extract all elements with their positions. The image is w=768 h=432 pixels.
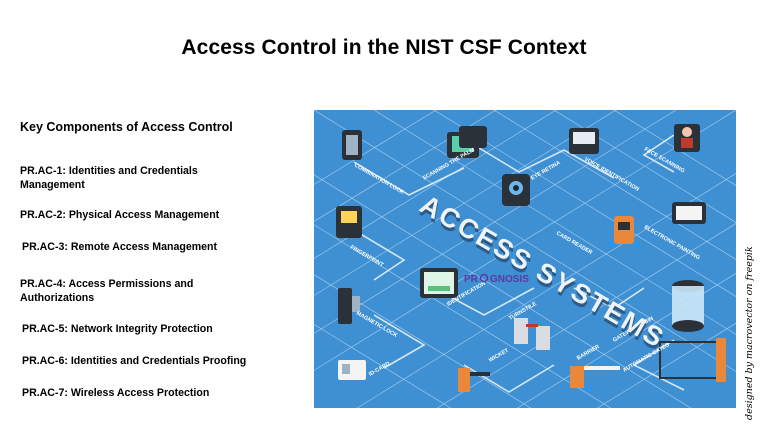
barrier-icon (570, 366, 620, 388)
label-electronic-painting: ELECTRONIC PAINTING (643, 225, 701, 262)
automatic-gate-icon (659, 338, 726, 382)
eye-retina-icon (502, 174, 530, 206)
identification-screen-icon (420, 268, 458, 298)
component-item-pr-ac-2: PR.AC-2: Physical Access Management (20, 209, 220, 221)
label-combination-lock: COMBINATION LOCK (353, 163, 405, 196)
combination-lock-icon (342, 130, 362, 160)
id-card-icon (338, 360, 366, 380)
watermark-pr: PR (464, 274, 479, 285)
access-systems-svg: COMBINATION LOCK SCANNING THE PALM VOICE… (314, 110, 736, 408)
page-title: Access Control in the NIST CSF Context (181, 36, 587, 59)
access-systems-illustration: COMBINATION LOCK SCANNING THE PALM VOICE… (314, 110, 736, 408)
image-credit: designed by macrovector on freepik (744, 246, 755, 420)
card-reader-icon (614, 216, 634, 244)
watermark-o-icon (479, 273, 489, 283)
component-item-pr-ac-5: PR.AC-5: Network Integrity Protection (22, 323, 213, 335)
component-item-pr-ac-1: PR.AC-1: Identities and Credentials Mana… (20, 165, 198, 191)
face-scanning-icon (674, 124, 700, 152)
component-item-pr-ac-4: PR.AC-4: Access Permissions and Authoriz… (20, 278, 194, 304)
gateway-cabin-icon (672, 280, 704, 332)
label-fingerprint: FINGERPRINT (349, 245, 385, 269)
magnetic-lock-icon (338, 288, 360, 324)
voice-identification-icon (569, 128, 599, 154)
palm-scanner-icon (447, 126, 487, 158)
components-heading: Key Components of Access Control (20, 120, 233, 134)
component-item-pr-ac-3: PR.AC-3: Remote Access Management (22, 241, 218, 253)
electronic-signature-pad-icon (672, 202, 706, 224)
label-wicket: WICKET (488, 347, 510, 363)
label-eye-retina: EYE RETINA (530, 160, 562, 182)
wicket-icon (458, 368, 490, 392)
fingerprint-reader-icon (336, 206, 362, 238)
turnstile-icon (514, 318, 550, 350)
watermark-gnosis: GNOSIS (490, 274, 529, 285)
isometric-grid (314, 110, 736, 408)
component-item-pr-ac-6: PR.AC-6: Identities and Credentials Proo… (22, 355, 247, 367)
component-item-pr-ac-7: PR.AC-7: Wireless Access Protection (22, 387, 210, 399)
